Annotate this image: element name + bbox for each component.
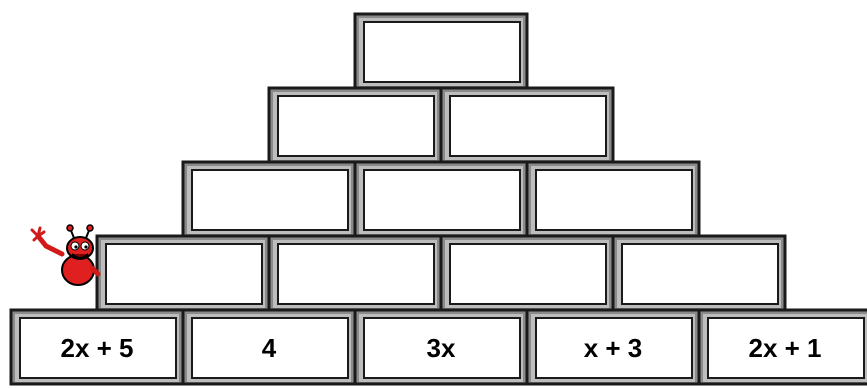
pyramid-brick [611,234,787,312]
pyramid-brick: 2x + 5 [9,308,185,386]
brick-label: 4 [262,333,277,363]
pyramid-brick [353,12,529,90]
pyramid-brick [353,160,529,238]
brick-label: x + 3 [584,333,643,363]
brick-label: 2x + 1 [748,333,821,363]
pyramid-brick [525,160,701,238]
pyramid-brick [267,86,443,164]
brick-label: 3x [427,333,456,363]
brick-label: 2x + 5 [60,333,133,363]
pyramid-brick [95,234,271,312]
pyramid-brick [267,234,443,312]
pyramid-brick: 2x + 1 [697,308,867,386]
pyramid-brick: 4 [181,308,357,386]
pyramid-brick: x + 3 [525,308,701,386]
pyramid-brick [439,86,615,164]
pyramid-brick [439,234,615,312]
pyramid-brick [181,160,357,238]
pyramid-brick: 3x [353,308,529,386]
red-alien-mascot-icon [30,224,101,286]
